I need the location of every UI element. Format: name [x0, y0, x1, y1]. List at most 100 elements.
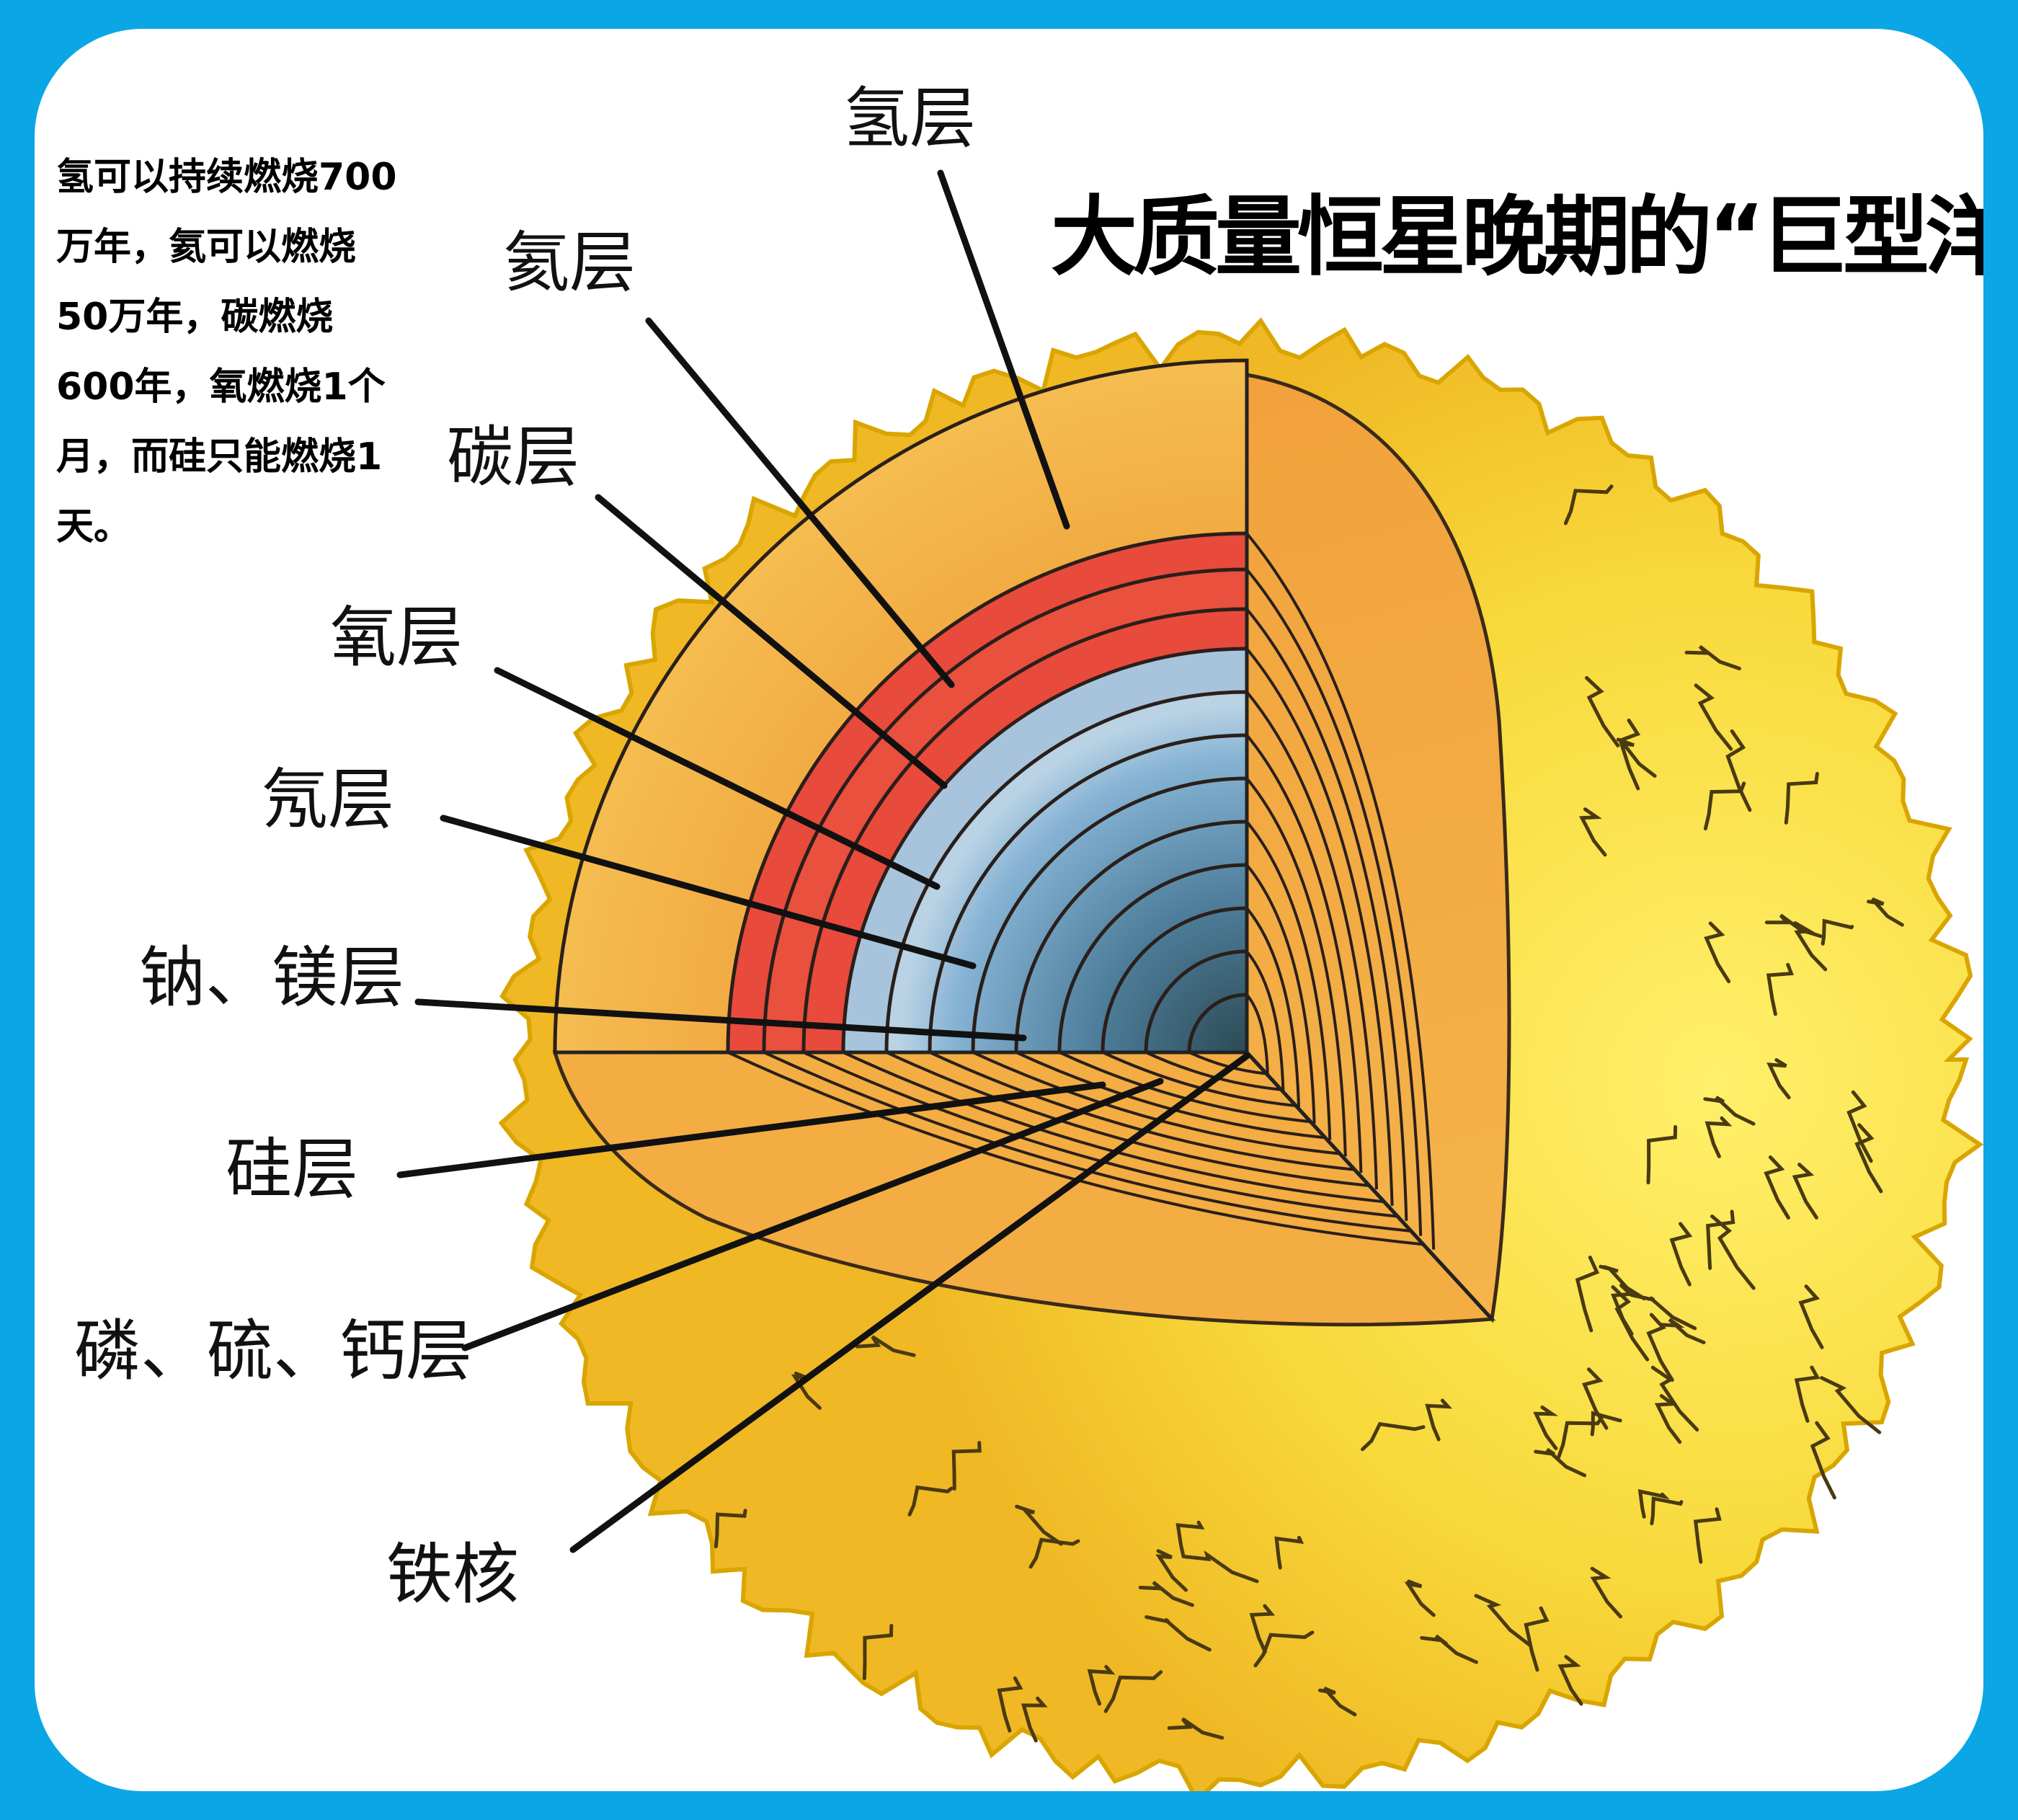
surface-squiggle	[951, 1441, 982, 1491]
surface-squiggle	[1575, 1256, 1600, 1333]
surface-squiggle	[1590, 1411, 1622, 1437]
surface-squiggle	[1725, 729, 1752, 812]
surface-squiggle	[1557, 1655, 1583, 1706]
layer-ring	[884, 690, 1249, 1055]
surface-squiggle	[1167, 1717, 1224, 1740]
surface-squiggle	[1534, 1447, 1587, 1478]
surface-squiggle	[1820, 1376, 1882, 1434]
surface-squiggle	[1766, 1058, 1791, 1100]
layer-ring	[1014, 820, 1249, 1055]
description-line: 天。	[56, 505, 132, 549]
surface-squiggle	[1793, 921, 1828, 972]
surface-squiggle	[1404, 1579, 1436, 1617]
description-line: 万年，氦可以燃烧	[56, 226, 357, 269]
diagram-frame: 氢可以持续燃烧700 万年，氦可以燃烧 50万年，碳燃烧 600年，氧燃烧1个 …	[35, 29, 1983, 1791]
surface-squiggle	[1637, 1489, 1670, 1519]
surface-squiggle	[1524, 1606, 1550, 1672]
surface-squiggle	[1659, 1318, 1706, 1344]
leader-silicon	[396, 1081, 1106, 1178]
right-face-band	[1245, 608, 1408, 1221]
surface-squiggle	[1798, 1284, 1824, 1349]
layer-ring	[1057, 863, 1249, 1055]
surface-squiggle	[1474, 1594, 1532, 1647]
surface-squiggle	[714, 1509, 747, 1548]
label-hydrogen-layer: 氢层	[843, 80, 977, 157]
surface-squiggle	[1611, 1285, 1650, 1362]
surface-squiggle	[1599, 1264, 1646, 1301]
surface-squiggle	[1646, 1124, 1678, 1185]
surface-squiggle	[1533, 1405, 1559, 1450]
cut-face-bottom	[552, 1050, 1496, 1327]
surface-squiggle	[1630, 1293, 1697, 1331]
right-face-band	[1245, 820, 1332, 1140]
surface-squiggle	[1854, 1123, 1883, 1194]
surface-squiggle	[997, 1676, 1023, 1733]
surface-squiggle	[1650, 1365, 1699, 1431]
surface-squiggle	[1155, 1549, 1188, 1592]
label-helium-layer: 氦层	[503, 224, 636, 301]
bottom-face-band	[929, 1051, 1355, 1171]
surface-squiggle	[1684, 644, 1741, 670]
bottom-face-band	[803, 1051, 1398, 1218]
surface-squiggle	[1706, 1209, 1735, 1270]
layer-ring	[1101, 906, 1249, 1055]
surface-texture	[714, 484, 1904, 1743]
surface-squiggle	[1144, 1615, 1212, 1652]
label-oxygen-layer: 氧层	[330, 599, 463, 676]
surface-squiggle	[1846, 1090, 1873, 1163]
bottom-face-band	[1145, 1051, 1281, 1091]
surface-squiggle	[1810, 1421, 1836, 1500]
surface-squiggle	[1792, 1163, 1818, 1220]
surface-squiggle	[1253, 1630, 1315, 1668]
surface-squiggle	[1693, 1507, 1722, 1564]
leader-phosphorus-sulfur-calcium	[461, 1078, 1164, 1351]
right-face-band	[1245, 691, 1378, 1190]
leader-carbon	[595, 494, 948, 789]
surface-squiggle	[855, 1335, 916, 1357]
surface-squiggle	[1669, 1222, 1693, 1287]
label-phosphorus-sulfur-calcium-layer: 磷、硫、钙层	[74, 1313, 473, 1390]
surface-squiggle	[1704, 1116, 1733, 1158]
leader-oxygen	[494, 667, 941, 890]
surface-squiggle	[1425, 1398, 1453, 1442]
surface-squiggle	[1703, 1096, 1756, 1126]
surface-squiggle	[1249, 1604, 1276, 1654]
label-silicon-layer: 硅层	[226, 1131, 359, 1208]
surface-squiggle	[1710, 1215, 1756, 1290]
label-neon-layer: 氖层	[262, 761, 395, 838]
right-face-band	[1245, 993, 1269, 1075]
surface-squiggle	[1766, 962, 1794, 1016]
surface-squiggle	[1563, 484, 1614, 525]
surface-squiggle	[1646, 1313, 1674, 1382]
leader-neon	[440, 814, 977, 969]
surface-squiggle	[1703, 781, 1746, 831]
layer-ring	[971, 776, 1249, 1055]
leader-lines	[396, 169, 1250, 1553]
leader-helium	[645, 317, 955, 688]
surface-squiggle	[1557, 1415, 1604, 1460]
surface-squiggle	[1784, 771, 1819, 825]
leader-iron	[569, 1052, 1250, 1553]
surface-squiggle	[1138, 1581, 1194, 1607]
description-line: 600年，氧燃烧1个	[56, 365, 386, 409]
description-line: 月，而硅只能燃烧1	[56, 435, 383, 479]
right-face-band	[1245, 647, 1394, 1206]
layer-ring	[1187, 993, 1249, 1055]
surface-squiggle	[907, 1485, 954, 1517]
label-carbon-layer: 碳层	[447, 419, 580, 496]
surface-squiggle	[1103, 1670, 1163, 1713]
surface-squiggle	[1015, 1504, 1063, 1546]
surface-squiggle	[1181, 1550, 1259, 1584]
surface-squiggle	[1794, 1365, 1821, 1423]
right-face-band	[1245, 950, 1285, 1091]
surface-squiggle	[1361, 1421, 1426, 1452]
star-cross-section-diagram	[396, 169, 1983, 1791]
surface-squiggle	[1585, 676, 1620, 747]
surface-squiggle	[1654, 1394, 1682, 1444]
diagram-title: 大质量恒星晚期的“巨型洋葱头状态	[1051, 187, 1983, 288]
surface-squiggle	[1764, 1155, 1790, 1220]
surface-squiggle	[1318, 1686, 1357, 1717]
surface-squiggle	[1867, 897, 1904, 927]
description-line: 氢可以持续燃烧700	[56, 156, 397, 199]
right-face-band	[1245, 864, 1316, 1124]
